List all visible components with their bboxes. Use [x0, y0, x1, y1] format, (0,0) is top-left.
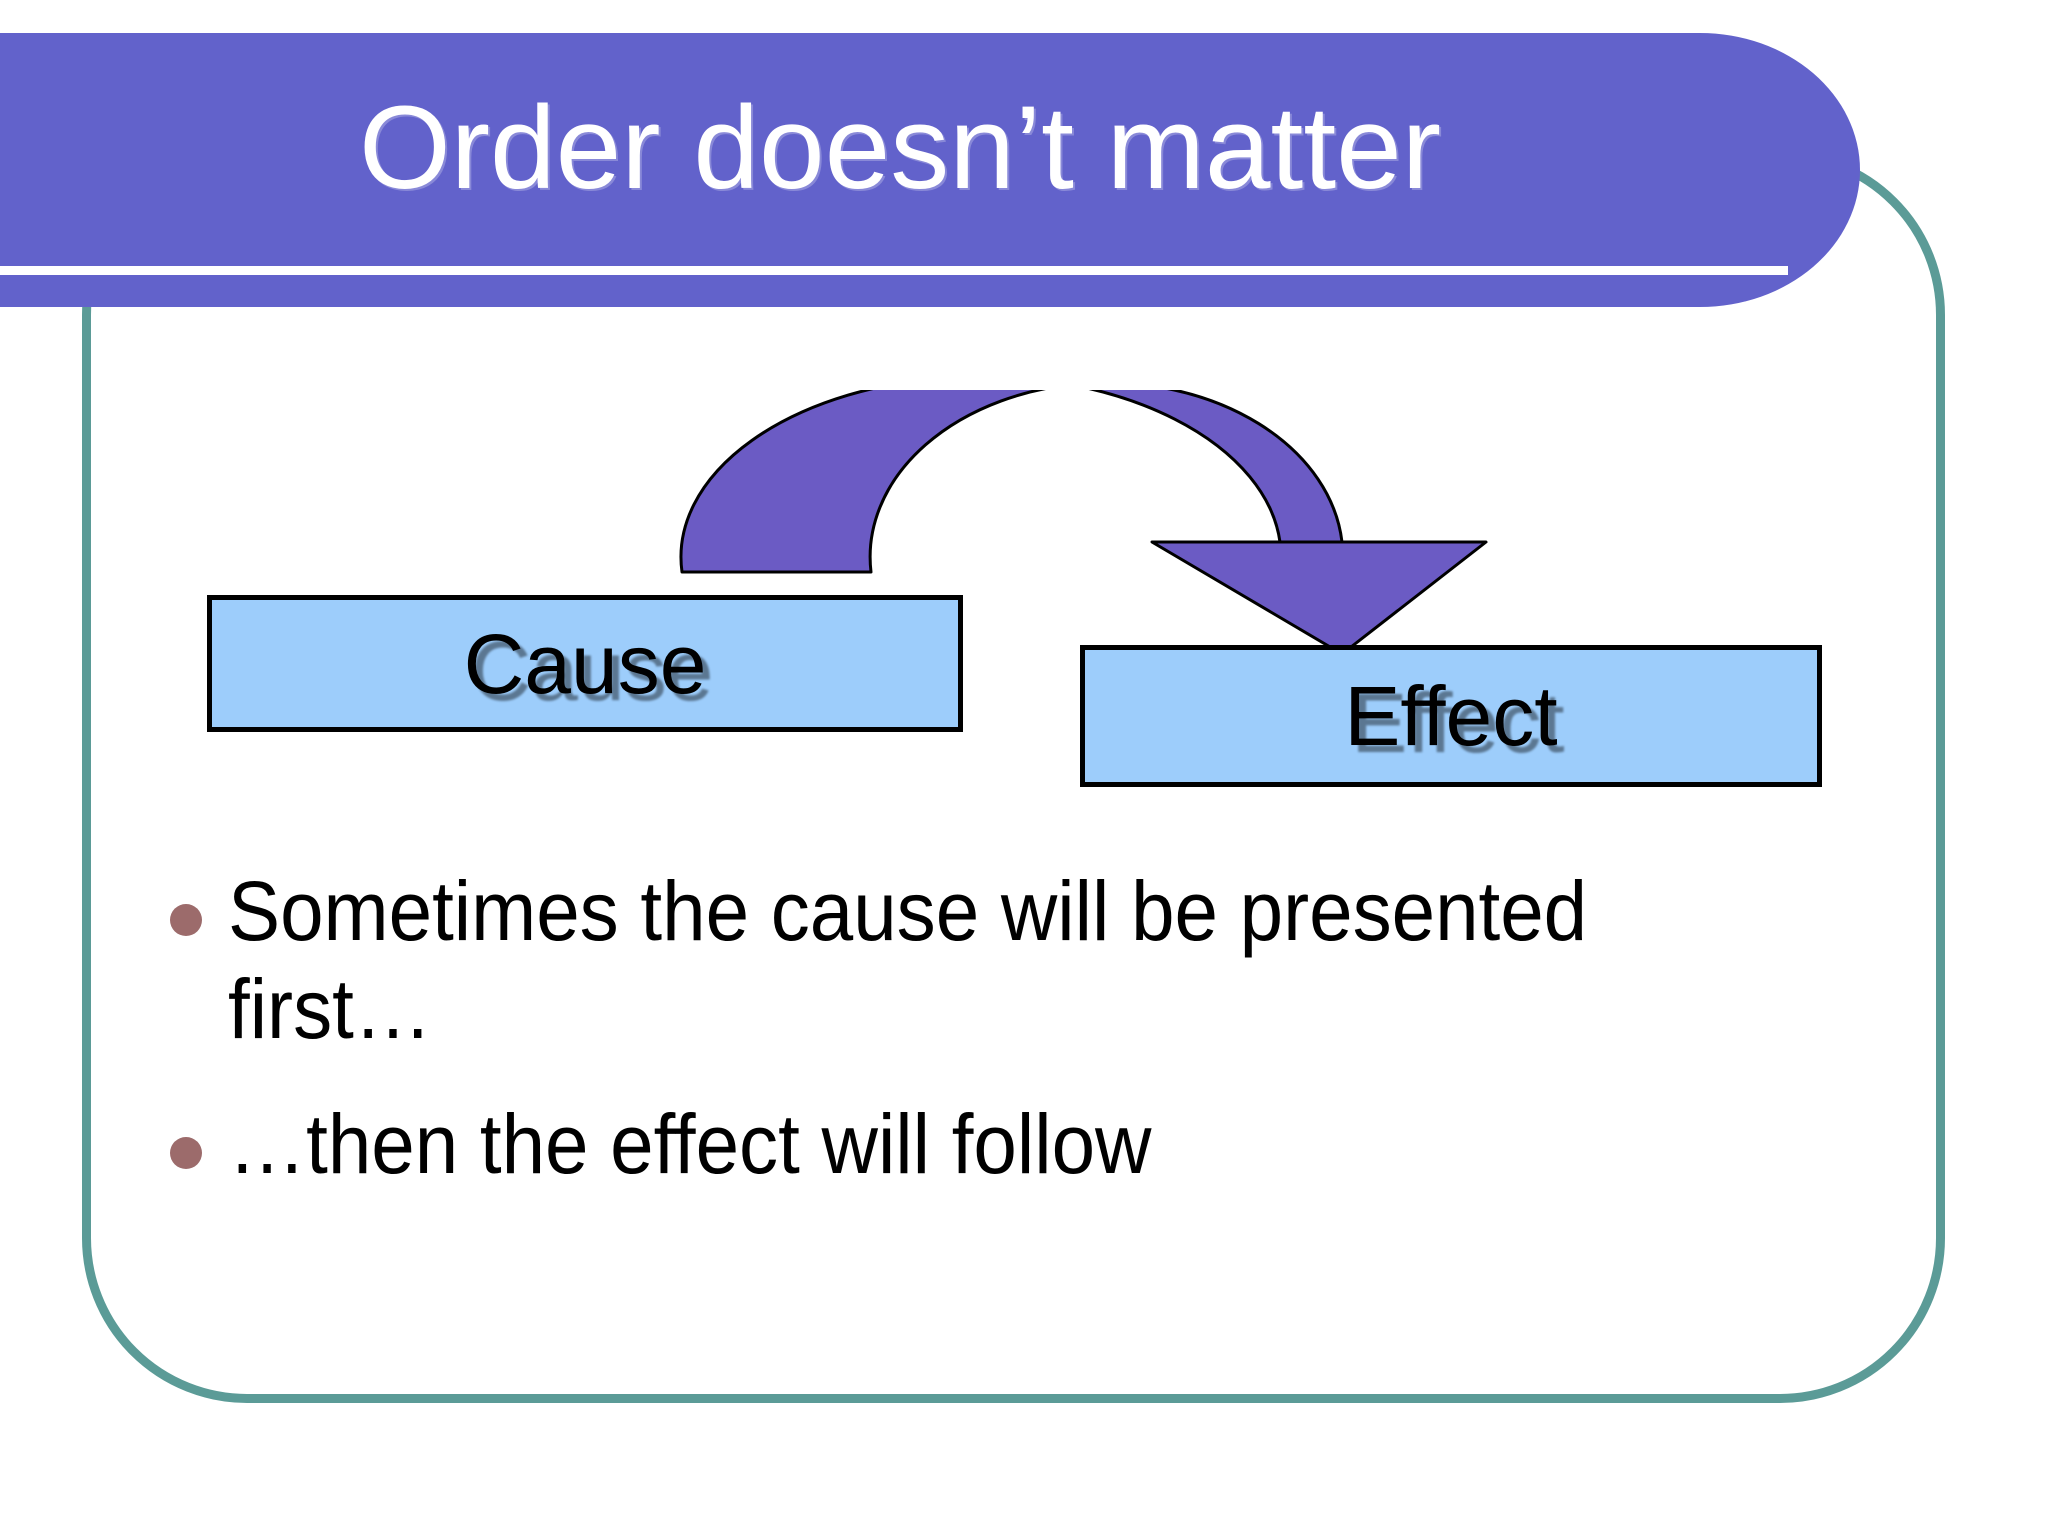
list-item: Sometimes the cause will be presented fi…	[170, 862, 1890, 1059]
bullet-text: …then the effect will follow	[228, 1096, 1152, 1191]
bullet-dot-icon	[170, 904, 202, 936]
bullet-list: Sometimes the cause will be presented fi…	[170, 862, 1890, 1229]
effect-box: Effect	[1080, 645, 1822, 787]
title-underline-rule	[0, 266, 1788, 275]
bullet-text: Sometimes the cause will be presented fi…	[228, 864, 1609, 1057]
curved-arrow-cause-to-effect	[679, 390, 1488, 656]
page-title: Order doesn’t matter	[358, 82, 1442, 214]
effect-label: Effect	[1344, 669, 1558, 763]
cause-label: Cause	[463, 616, 707, 711]
title-banner: Order doesn’t matter	[0, 33, 1860, 307]
list-item: …then the effect will follow	[170, 1095, 1890, 1193]
cause-box: Cause	[207, 595, 963, 732]
bullet-dot-icon	[170, 1136, 202, 1169]
